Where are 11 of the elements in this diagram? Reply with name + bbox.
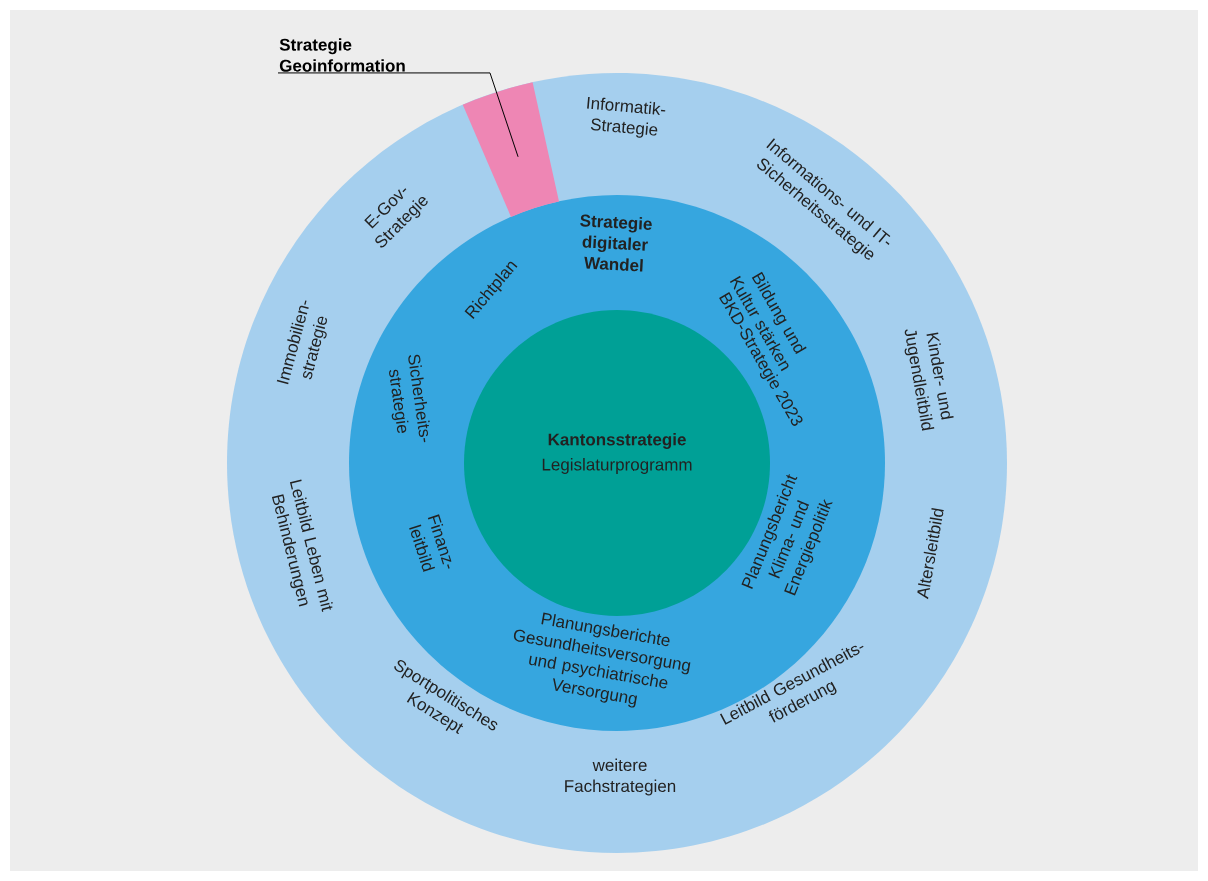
ring-label: Informatik- Strategie [587, 96, 666, 138]
ring-label: Kantonsstrategie [548, 433, 686, 449]
ring-label: Legislaturprogramm [542, 458, 692, 474]
heading-label: Strategie Geoinformation [279, 38, 405, 72]
ring-label: Strategie digitaler Wandel [580, 214, 652, 272]
ring-label: Sicherheits- strategie [389, 354, 430, 443]
ring-label: Altersleitbild [917, 507, 944, 600]
leader-line [277, 72, 519, 158]
ring-segment [462, 82, 559, 217]
ring-label: Finanz- leitbild [409, 514, 452, 572]
ring-label: weitere Fachstrategien [565, 758, 676, 796]
